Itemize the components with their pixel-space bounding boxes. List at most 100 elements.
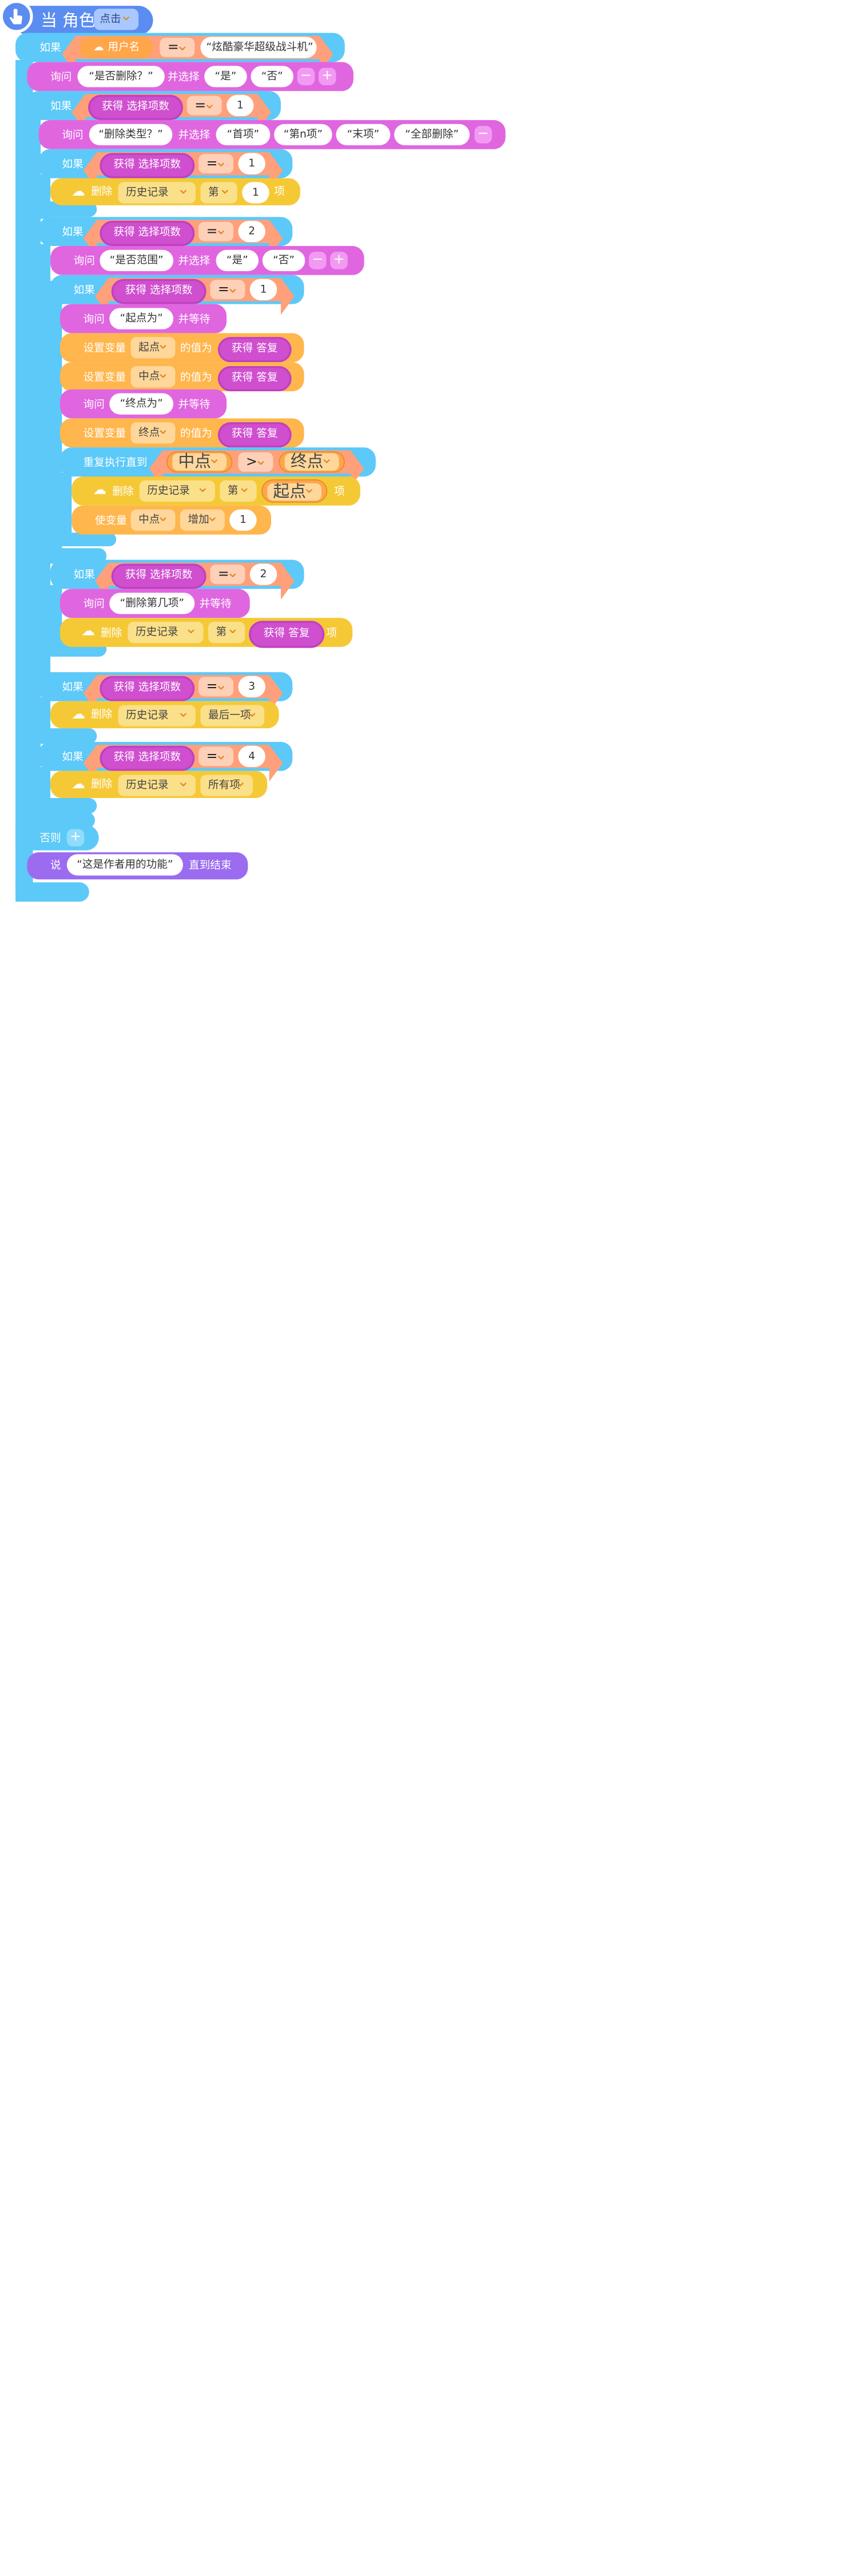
which-dropdown[interactable]: 所有项 [200, 771, 253, 796]
if-block-username-bottom [15, 882, 89, 902]
remove-option-button[interactable]: − [309, 252, 327, 269]
value-input[interactable]: 1 [238, 153, 265, 174]
choice-count-reporter[interactable]: 获得 选择项数 [100, 153, 195, 178]
choice-count-reporter[interactable]: 获得 选择项数 [100, 221, 195, 247]
cloud-list-icon: ☁ [71, 776, 85, 792]
set-label: 设置变量 [83, 342, 126, 355]
ask-mid-label: 并选择 [178, 255, 210, 268]
start-variable-reporter[interactable]: 起点 [261, 479, 328, 503]
repeat-block-bottom [59, 533, 117, 546]
remove-option-button[interactable]: − [474, 126, 492, 144]
ask-question-input[interactable]: “删除第几项” [109, 593, 195, 614]
choice-count-reporter[interactable]: 获得 选择项数 [100, 745, 195, 771]
value-input[interactable]: 2 [249, 563, 277, 585]
answer-reporter[interactable]: 获得 答复 [249, 621, 325, 648]
option-first-input[interactable]: “首项” [216, 124, 271, 145]
value-input[interactable]: 1 [249, 279, 277, 300]
if-label: 如果 [39, 41, 61, 54]
right-variable-dropdown[interactable]: 终点 [284, 450, 339, 471]
which-dropdown[interactable]: 第 [208, 618, 245, 644]
which-dropdown[interactable]: 第 [200, 178, 237, 204]
option-last-input[interactable]: “末项” [336, 124, 391, 145]
value-input[interactable]: 1 [227, 94, 254, 117]
list-dropdown[interactable]: 历史记录 [118, 701, 196, 727]
start-variable-dropdown[interactable]: 起点 [267, 479, 322, 501]
ask-label: 询问 [73, 255, 95, 268]
cloud-list-icon: ☁ [93, 482, 107, 498]
ask-question-input[interactable]: “删除类型？” [89, 124, 173, 145]
answer-reporter[interactable]: 获得 答复 [217, 422, 292, 448]
ask-question-input[interactable]: “起点为” [109, 308, 174, 330]
if-block-8-bottom [38, 798, 97, 814]
delete-label: 删除 [91, 708, 113, 721]
if-label: 如果 [62, 225, 84, 239]
operator-equal-dropdown[interactable]: = [198, 152, 234, 174]
operator-equal-dropdown[interactable]: = [186, 94, 222, 116]
choice-count-reporter[interactable]: 获得 选择项数 [111, 279, 206, 304]
variable-dropdown[interactable]: 中点 [130, 362, 176, 388]
remove-option-button[interactable]: − [297, 68, 315, 85]
option-yes-input[interactable]: “是” [204, 66, 247, 88]
ask-mid-label: 并等待 [199, 597, 232, 610]
value-input[interactable]: “炫酷豪华超级战斗机” [200, 37, 317, 58]
variable-dropdown[interactable]: 起点 [130, 333, 176, 359]
right-variable-reporter[interactable]: 终点 [279, 450, 345, 473]
list-name: 历史记录 [147, 484, 190, 497]
ask-question-input[interactable]: “是否范围” [100, 249, 174, 272]
option-no-input[interactable]: “否” [262, 249, 305, 272]
ask-question-input[interactable]: “终点为” [109, 393, 174, 415]
answer-reporter[interactable]: 获得 答复 [217, 337, 292, 363]
ask-label: 询问 [83, 597, 105, 610]
if-block-4-rail [38, 244, 51, 690]
choice-count-reporter[interactable]: 获得 选择项数 [111, 563, 206, 589]
value-input[interactable]: 4 [238, 745, 265, 767]
username-reporter[interactable]: ☁ 用户名 [79, 37, 153, 58]
operator-equal-dropdown[interactable]: = [198, 675, 234, 697]
set-mid-label: 的值为 [180, 342, 212, 355]
list-dropdown[interactable]: 历史记录 [128, 618, 204, 644]
option-nth-input[interactable]: “第n项” [274, 124, 332, 145]
ask-question-input[interactable]: “是否删除？” [77, 66, 165, 88]
ask-label: 询问 [62, 129, 84, 142]
cloud-list-icon: ☁ [71, 706, 85, 723]
choice-count-reporter[interactable]: 获得 选择项数 [100, 676, 195, 701]
variable-dropdown[interactable]: 终点 [130, 418, 176, 444]
list-dropdown[interactable]: 历史记录 [139, 477, 215, 502]
list-name: 历史记录 [126, 186, 169, 199]
which-dropdown[interactable]: 第 [220, 477, 257, 502]
value-input[interactable]: 2 [238, 221, 265, 243]
add-option-button[interactable]: + [330, 252, 348, 269]
option-yes-input[interactable]: “是” [216, 249, 259, 272]
left-variable-reporter[interactable]: 中点 [166, 450, 233, 473]
add-branch-button[interactable]: + [66, 829, 85, 847]
set-label: 设置变量 [83, 427, 126, 440]
operator-equal-dropdown[interactable]: = [210, 278, 245, 300]
else-label: 否则 [39, 832, 61, 845]
option-no-input[interactable]: “否” [251, 66, 293, 88]
if-label: 如果 [50, 100, 72, 113]
operator-equal-dropdown[interactable]: = [198, 220, 234, 241]
list-dropdown[interactable]: 历史记录 [118, 178, 196, 204]
left-variable-dropdown[interactable]: 中点 [172, 450, 227, 471]
which-dropdown[interactable]: 最后一项 [200, 701, 265, 727]
action-dropdown[interactable]: 增加 [180, 506, 225, 531]
choice-count-reporter[interactable]: 获得 选择项数 [88, 94, 183, 120]
ask-label: 询问 [83, 312, 105, 326]
trigger-dropdown[interactable]: 点击 [94, 5, 139, 30]
increment-value-input[interactable]: 1 [229, 509, 257, 531]
list-name: 历史记录 [126, 779, 169, 792]
value-input[interactable]: 3 [238, 676, 265, 697]
say-text-input[interactable]: “这是作者用的功能” [66, 854, 183, 876]
variable-dropdown[interactable]: 中点 [130, 506, 176, 531]
add-option-button[interactable]: + [318, 68, 336, 85]
option-all-input[interactable]: “全部删除” [394, 124, 470, 145]
operator-equal-dropdown[interactable]: = [210, 563, 245, 584]
index-input[interactable]: 1 [242, 182, 269, 204]
operator-equal-dropdown[interactable]: = [160, 36, 195, 57]
repeat-block-rail [59, 473, 72, 546]
answer-reporter[interactable]: 获得 答复 [217, 366, 292, 391]
operator-greater-dropdown[interactable]: > [238, 450, 273, 472]
repeat-label: 重复执行直到 [83, 456, 148, 469]
list-dropdown[interactable]: 历史记录 [118, 771, 196, 796]
operator-equal-dropdown[interactable]: = [198, 745, 234, 767]
